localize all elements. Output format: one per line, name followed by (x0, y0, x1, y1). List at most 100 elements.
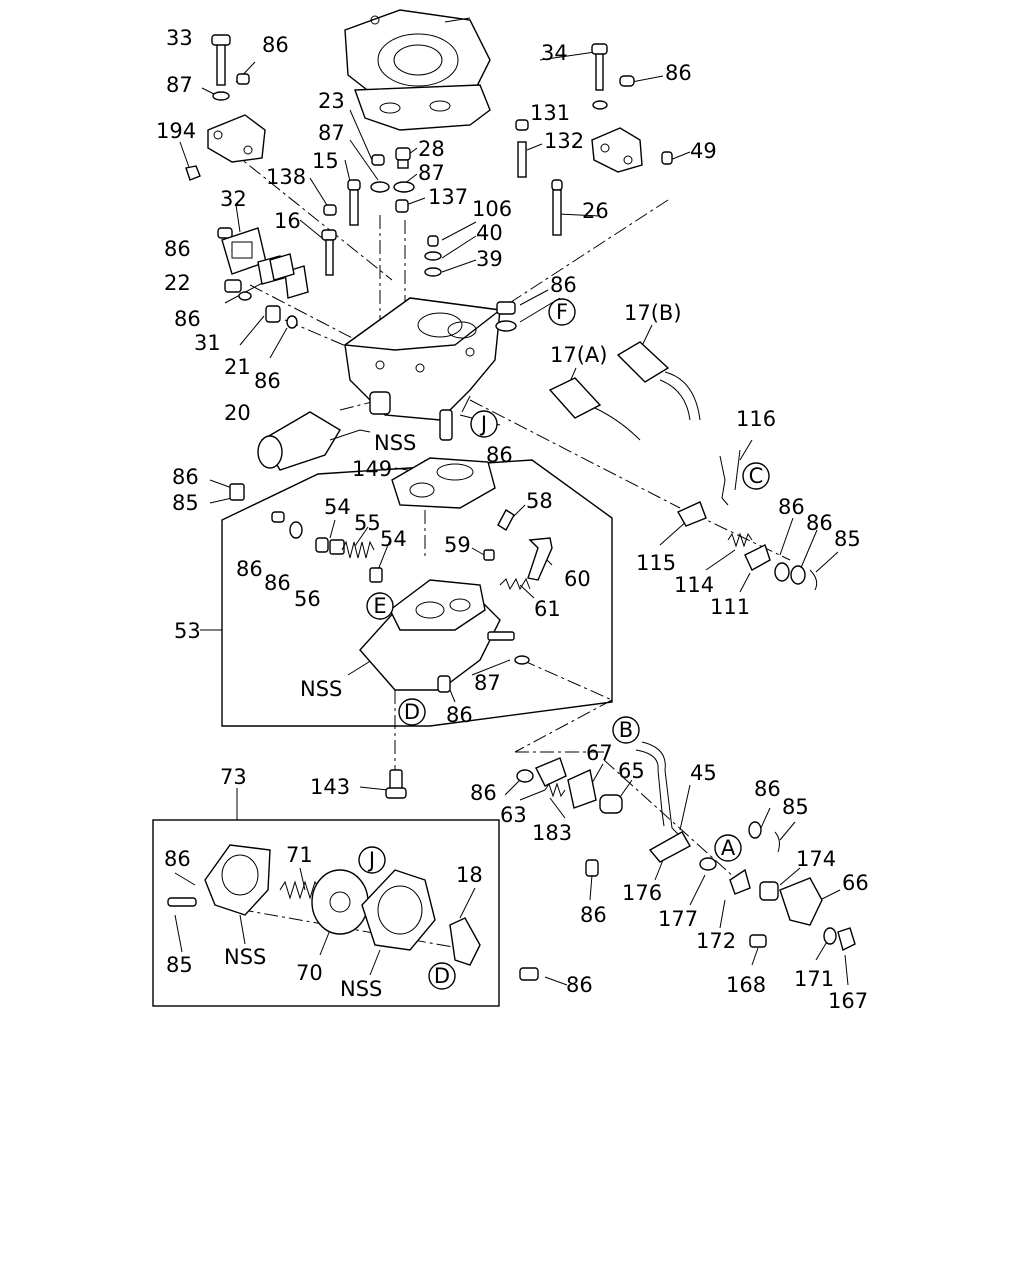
label-22: 22 (164, 271, 191, 295)
spring-114 (727, 532, 753, 548)
label-176: 176 (622, 881, 662, 905)
label-86: 86 (754, 777, 781, 801)
label-86: 86 (254, 369, 281, 393)
label-87: 87 (318, 121, 345, 145)
callout-j: J (358, 846, 386, 874)
svg-text:D: D (434, 964, 450, 988)
callout-b: B (612, 716, 640, 744)
label-87: 87 (418, 161, 445, 185)
callout-e: E (366, 592, 394, 620)
label-73: 73 (220, 765, 247, 789)
letter-callouts: F J C E D B A J (358, 298, 770, 990)
label-194: 194 (156, 119, 196, 143)
label-66: 66 (842, 871, 869, 895)
label-45: 45 (690, 761, 717, 785)
label-85: 85 (166, 953, 193, 977)
label-54: 54 (380, 527, 407, 551)
svg-text:A: A (721, 836, 736, 860)
air-horn-assembly (344, 9, 491, 131)
center-screws-group (321, 147, 442, 277)
right-linkage-group (677, 455, 818, 591)
label-86: 86 (164, 847, 191, 871)
label-86: 86 (164, 237, 191, 261)
label-137: 137 (428, 185, 468, 209)
label-106: 106 (472, 197, 512, 221)
leader-lines (174, 51, 849, 986)
label-34: 34 (541, 41, 568, 65)
callout-d: D (398, 698, 426, 726)
label-132: 132 (544, 129, 584, 153)
svg-text:D: D (404, 700, 420, 724)
callout-c: C (742, 462, 770, 490)
label-167: 167 (828, 989, 868, 1013)
label-86: 86 (778, 495, 805, 519)
label-86: 86 (470, 781, 497, 805)
label-17b: 17(B) (624, 301, 682, 325)
callout-f: F (548, 298, 576, 326)
throttle-body (271, 509, 553, 693)
label-86: 86 (580, 903, 607, 927)
label-116: 116 (736, 407, 776, 431)
part-labels: 33 86 87 194 23 87 28 15 87 138 137 34 8… (156, 26, 869, 1013)
svg-text:F: F (556, 300, 568, 324)
label-nss: NSS (224, 945, 266, 969)
label-86: 86 (486, 443, 513, 467)
label-86: 86 (264, 571, 291, 595)
right-bracket-group (515, 43, 673, 236)
label-39: 39 (476, 247, 503, 271)
label-87: 87 (474, 671, 501, 695)
label-61: 61 (534, 597, 561, 621)
gasket-149 (391, 457, 496, 509)
label-56: 56 (294, 587, 321, 611)
label-20: 20 (224, 401, 251, 425)
spring-183 (544, 782, 566, 798)
label-31: 31 (194, 331, 221, 355)
label-86: 86 (262, 33, 289, 57)
label-172: 172 (696, 929, 736, 953)
label-nss: NSS (374, 431, 416, 455)
label-65: 65 (618, 759, 645, 783)
label-58: 58 (526, 489, 553, 513)
callout-a: A (714, 834, 742, 862)
solenoid-group (548, 341, 701, 441)
label-131: 131 (530, 101, 570, 125)
label-55: 55 (354, 511, 381, 535)
label-115: 115 (636, 551, 676, 575)
label-21: 21 (224, 355, 251, 379)
left-bracket-group (185, 34, 266, 181)
carburetor-body-upper (343, 297, 517, 441)
left-gasket-group (217, 227, 309, 329)
svg-text:C: C (749, 464, 764, 488)
label-33: 33 (166, 26, 193, 50)
label-168: 168 (726, 973, 766, 997)
label-40: 40 (476, 221, 503, 245)
label-86: 86 (665, 61, 692, 85)
label-149: 149 (352, 457, 392, 481)
accelerator-pump-group (167, 844, 539, 981)
part-20-group (229, 411, 371, 501)
label-86: 86 (172, 465, 199, 489)
spring-55 (341, 540, 375, 559)
label-86: 86 (806, 511, 833, 535)
label-67: 67 (586, 741, 613, 765)
svg-text:J: J (367, 848, 375, 872)
label-183: 183 (532, 821, 572, 845)
label-32: 32 (220, 187, 247, 211)
label-86: 86 (566, 973, 593, 997)
spring-61 (499, 577, 531, 591)
label-114: 114 (674, 573, 714, 597)
label-174: 174 (796, 847, 836, 871)
callout-d: D (428, 962, 456, 990)
label-71: 71 (286, 843, 313, 867)
label-54: 54 (324, 495, 351, 519)
label-177: 177 (658, 907, 698, 931)
label-86: 86 (174, 307, 201, 331)
label-18: 18 (456, 863, 483, 887)
label-15: 15 (312, 149, 339, 173)
svg-text:B: B (619, 718, 633, 742)
label-171: 171 (794, 967, 834, 991)
label-70: 70 (296, 961, 323, 985)
label-138: 138 (266, 165, 306, 189)
label-59: 59 (444, 533, 471, 557)
label-23: 23 (318, 89, 345, 113)
